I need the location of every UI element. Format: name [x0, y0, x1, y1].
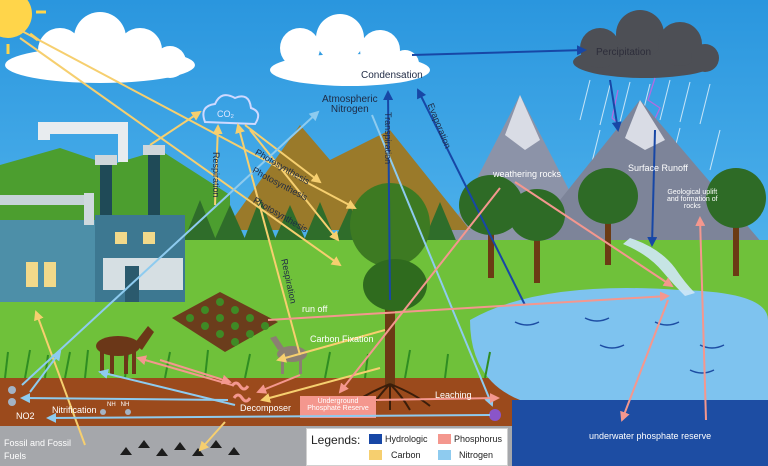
- underground-reserve-box: [300, 396, 376, 418]
- nitrogen-arrows: [20, 110, 494, 423]
- legend-swatch-phosphorus: [438, 434, 451, 444]
- lake-ripples: [514, 317, 725, 374]
- nh-small-label: NH NH: [107, 402, 130, 408]
- geological-uplift-label: Geological uplift and formation of rocks: [667, 189, 718, 210]
- surface-runoff-label: Surface Runoff: [628, 163, 688, 173]
- respiration-top-label: Respiration: [211, 152, 221, 198]
- co2-cloud-icon: [202, 94, 260, 126]
- co2-label: CO₂: [217, 109, 234, 119]
- fossil-fuels-label: Fossil and Fossil Fuels: [4, 438, 72, 461]
- footprints: [120, 440, 240, 456]
- legend-swatch-carbon: [369, 450, 382, 460]
- stream: [623, 238, 695, 296]
- underground-reserve-label: Underground Phosphate Reserve: [307, 398, 369, 412]
- earthworm-icon: [230, 381, 252, 403]
- transpiration-label: Transpiration: [383, 112, 393, 165]
- horse-icon: [96, 326, 154, 374]
- atmospheric-nitrogen-label: Atmospheric Nitrogen: [322, 94, 378, 115]
- weathering-rocks-label: weathering rocks: [493, 169, 562, 179]
- no2-label: NO2: [16, 411, 35, 421]
- underwater-reserve-label: underwater phosphate reserve: [589, 431, 712, 441]
- legend: Legends: Hydrologic Phosphorus Carbon Ni…: [306, 428, 508, 466]
- leaching-label: Leaching: [435, 390, 472, 400]
- decomposer-label: Decomposer: [240, 403, 292, 413]
- carbon-arrows: [19, 29, 386, 452]
- legend-label-phosphorus: Phosphorus: [454, 434, 503, 444]
- legend-label-hydrologic: Hydrologic: [385, 434, 428, 444]
- carbon-fixation-label: Carbon Fixation: [310, 334, 374, 344]
- hydrologic-arrows: [383, 45, 658, 306]
- ocean: [512, 400, 768, 466]
- bacteria-icons: [8, 386, 501, 421]
- condensation-label: Condensation: [361, 70, 423, 81]
- legend-swatch-nitrogen: [438, 450, 451, 460]
- legend-label-nitrogen: Nitrogen: [459, 450, 494, 460]
- crop-field: [172, 292, 278, 352]
- legend-title: Legends:: [311, 433, 361, 447]
- legend-swatch-hydrologic: [369, 434, 382, 444]
- legend-label-carbon: Carbon: [391, 450, 421, 460]
- cloud-center-icon: [270, 14, 430, 86]
- run-off-label: run off: [302, 304, 328, 314]
- percipitation-label: Percipitation: [596, 47, 652, 58]
- cloud-left-icon: [5, 12, 195, 83]
- phosphorus-arrows: [136, 181, 707, 422]
- nitrification-label: Nitrification: [52, 405, 97, 415]
- rain-cloud-icon: [573, 10, 719, 78]
